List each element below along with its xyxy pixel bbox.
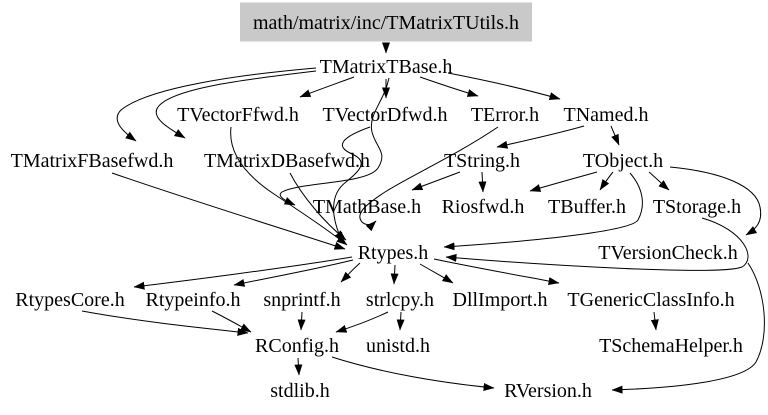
node-DllImport[interactable]: DllImport.h [453,289,548,311]
edge-TGenericClassInfo-to-TSchemaHelper [650,311,659,331]
node-TVectorFfwd[interactable]: TVectorFfwd.h [177,104,299,126]
node-TMathBase[interactable]: TMathBase.h [313,196,421,218]
edge-TVectorFfwd-to-Rtypes [230,126,348,246]
node-TError[interactable]: TError.h [471,104,539,126]
edge-TString-to-Riosfwd [478,171,487,193]
node-TMatrixTBase[interactable]: TMatrixTBase.h [320,56,453,78]
node-TGenericClassInfo[interactable]: TGenericClassInfo.h [567,289,734,311]
node-Rtypes[interactable]: Rtypes.h [358,242,429,264]
edge-TVectorDfwd-to-Rtypes [333,126,371,244]
edge-TNamed-to-TString [496,125,585,149]
edge-TMatrixTBase-to-TMatrixFBasefwd [116,67,317,142]
node-unistd[interactable]: unistd.h [366,335,430,357]
edge-Rtypes-to-DllImport [419,263,454,284]
edge-Rtypes-to-snprintf [340,262,361,283]
edge-RtypesCore-to-RConfig [81,310,249,336]
edge-TMatrixTBase-to-TMatrixDBasefwd [155,70,317,139]
edge-TObject-to-Riosfwd [529,171,598,192]
edge-strlcpy-to-RConfig [335,311,389,333]
edge-TObject-to-TStorage [648,171,670,191]
edge-TMatrixFBasefwd-to-Rtypes [111,172,346,250]
node-TMatrixDBasefwd[interactable]: TMatrixDBasefwd.h [204,150,370,172]
node-TObject[interactable]: TObject.h [583,150,663,172]
edge-TStorage-to-Rtypes [445,217,749,271]
edge-Rtypeinfo-to-RConfig [211,310,252,333]
edge-Rtypes-to-TGenericClassInfo [433,258,560,285]
node-TVectorDfwd[interactable]: TVectorDfwd.h [323,104,448,126]
node-TMatrixFBasefwd[interactable]: TMatrixFBasefwd.h [11,150,174,172]
node-RVersion[interactable]: RVersion.h [504,380,592,402]
edge-strlcpy-to-unistd [396,311,405,331]
edge-TMatrixTBase-to-TVectorFfwd [299,76,355,98]
edge-TMatrixDBasefwd-to-Rtypes [289,172,347,241]
node-strlcpy[interactable]: strlcpy.h [366,289,434,311]
edge-TObject-to-TVersionCheck [669,166,762,236]
node-stdlib[interactable]: stdlib.h [270,380,329,402]
nodes-layer: math/matrix/inc/TMatrixTUtils.hTMatrixTB… [11,2,743,402]
node-RConfig[interactable]: RConfig.h [255,335,339,357]
node-TMatrixTUtils: math/matrix/inc/TMatrixTUtils.h [253,12,519,34]
node-TNamed[interactable]: TNamed.h [564,104,649,126]
node-TSchemaHelper[interactable]: TSchemaHelper.h [599,335,743,357]
edges-layer [81,42,765,394]
node-TVersionCheck[interactable]: TVersionCheck.h [598,242,737,264]
edge-TVersionCheck-to-RVersion [611,262,765,394]
edge-RConfig-to-RVersion [331,356,495,391]
edge-TMatrixTBase-to-TMathBase [279,77,390,206]
edge-TMatrixTBase-to-TError [419,76,479,97]
edge-TString-to-TMathBase [411,171,461,191]
root-node-box [240,2,532,42]
edge-snprintf-to-RConfig [297,311,306,331]
edge-TObject-to-Rtypes [443,172,643,251]
node-TStorage[interactable]: TStorage.h [653,196,741,218]
edge-TObject-to-TBuffer [599,171,614,191]
node-Riosfwd[interactable]: Riosfwd.h [442,196,525,218]
node-TBuffer[interactable]: TBuffer.h [548,196,626,218]
edge-Rtypes-to-RtypesCore [133,256,353,290]
edge-RConfig-to-stdlib [294,357,303,376]
edge-Rtypes-to-Rtypeinfo [233,259,354,287]
edge-Rtypes-to-strlcpy [390,264,399,285]
node-TString[interactable]: TString.h [444,150,520,172]
edge-TNamed-to-TObject [610,125,620,146]
node-snprintf[interactable]: snprintf.h [263,289,340,311]
edge-TError-to-TMathBase [359,126,499,232]
node-Rtypeinfo[interactable]: Rtypeinfo.h [146,289,241,311]
edge-TMatrixTBase-to-TNamed [447,72,561,101]
node-RtypesCore[interactable]: RtypesCore.h [15,289,124,311]
